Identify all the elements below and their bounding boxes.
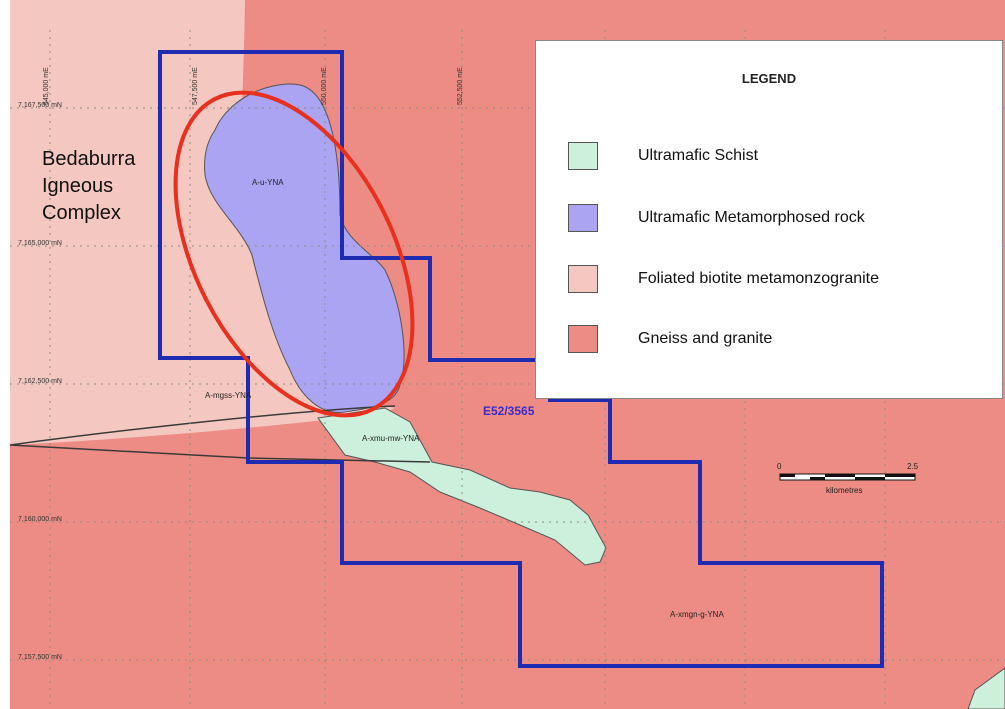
legend-label: Ultramafic Metamorphosed rock — [638, 209, 865, 226]
northing-label: 7,162,500 mN — [18, 378, 62, 385]
area-title-line: Igneous — [42, 175, 114, 197]
ultramafic-schist-area-corner — [967, 667, 1005, 709]
area-title-line: Complex — [42, 202, 121, 224]
easting-label: 552,500 mE — [457, 67, 464, 105]
legend-item-ultramafic-schist: Ultramafic Schist — [568, 141, 758, 171]
legend-label: Gneiss and granite — [638, 330, 773, 347]
map-legend: LEGEND Ultramafic Schist Ultramafic Meta… — [535, 40, 1003, 399]
unit-label: A-u-YNA — [252, 178, 284, 187]
scale-bar-min: 0 — [777, 462, 782, 471]
unit-label: A-xmu-mw-YNA — [362, 434, 420, 443]
legend-item-ultramafic-metamorphosed: Ultramafic Metamorphosed rock — [568, 203, 865, 233]
legend-swatch — [568, 142, 598, 170]
easting-label: 547,500 mE — [192, 67, 199, 105]
legend-title: LEGEND — [741, 71, 797, 86]
tenement-boundary — [158, 50, 884, 668]
unit-label: A-xmgn-g-YNA — [670, 610, 724, 619]
easting-label: 545,000 mE — [43, 67, 50, 105]
legend-item-foliated-metamonzogranite: Foliated biotite metamonzogranite — [568, 264, 879, 294]
legend-swatch — [568, 204, 598, 232]
legend-label: Ultramafic Schist — [638, 147, 759, 164]
foliated-metamonzogranite-area — [10, 0, 395, 445]
ultramafic-metamorphosed-area — [204, 83, 405, 413]
unit-label: A-mgss-YNA — [205, 391, 252, 400]
northing-label: 7,160,000 mN — [18, 516, 62, 523]
legend-label: Foliated biotite metamonzogranite — [638, 270, 880, 287]
scale-bar-unit: kilometres — [826, 486, 862, 495]
scale-bar-max: 2.5 — [907, 462, 919, 471]
legend-swatch — [568, 265, 598, 293]
northing-label: 7,167,500 mN — [18, 102, 62, 109]
area-title: Bedaburra Igneous Complex — [42, 146, 135, 227]
legend-swatch — [568, 325, 598, 353]
northing-label: 7,157,500 mN — [18, 654, 62, 661]
legend-item-gneiss-granite: Gneiss and granite — [568, 324, 772, 354]
scale-bar: 0 2.5 kilometres — [777, 462, 919, 495]
northing-label: 7,165,000 mN — [18, 240, 62, 247]
easting-label: 550,000 mE — [321, 67, 328, 105]
area-title-line: Bedaburra — [42, 148, 136, 170]
tenement-id-label: E52/3565 — [483, 404, 535, 418]
highlight-ellipse — [173, 90, 415, 418]
